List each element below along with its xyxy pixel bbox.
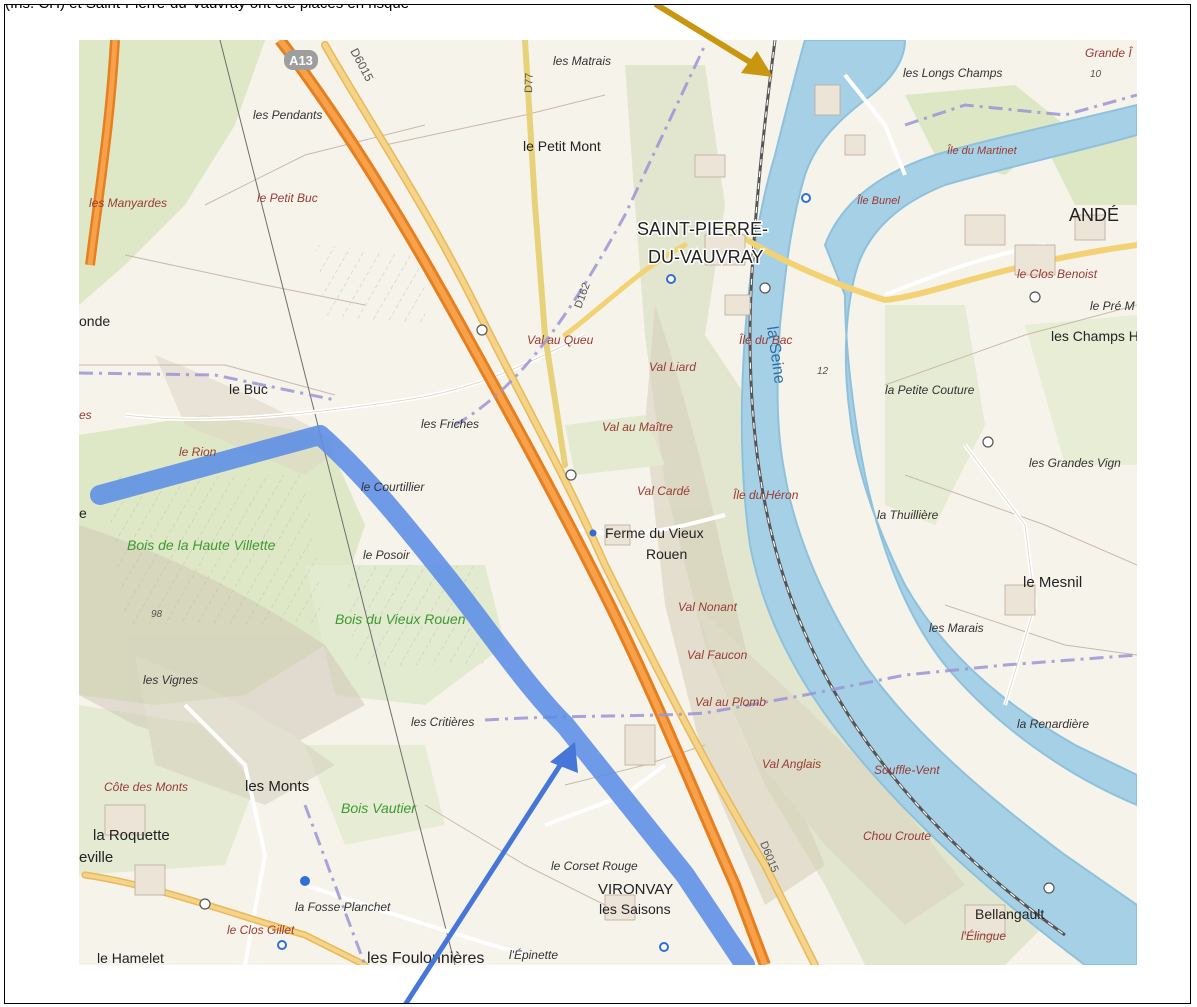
label-les-grandes-vign: les Grandes Vign — [1029, 456, 1121, 470]
label-saint-pierre-line1: SAINT-PIERRE- — [637, 219, 768, 239]
route-line — [90, 425, 755, 965]
motorway-a13 — [85, 40, 771, 965]
label-les-pendants: les Pendants — [253, 108, 322, 122]
label-ile-du-bac: Île du Bac — [739, 332, 792, 347]
label-les-vignes: les Vignes — [143, 673, 198, 687]
blue-arrow — [403, 742, 578, 1003]
label-bois-haute-villette: Bois de la Haute Villette — [127, 537, 276, 553]
built-up-areas — [104, 84, 1106, 936]
label-les-monts: les Monts — [245, 778, 309, 795]
label-les-matrais: les Matrais — [553, 54, 611, 68]
label-ferme-line2: Rouen — [646, 546, 687, 562]
label-les-manyardes: les Manyardes — [89, 196, 167, 210]
label-le-mesnil: le Mesnil — [1023, 574, 1082, 591]
label-la-fosse-planchet: la Fosse Planchet — [295, 900, 391, 914]
label-val-carde: Val Cardé — [637, 484, 690, 498]
label-alt-10: 10 — [1090, 69, 1102, 80]
label-le-courtillier: le Courtillier — [361, 480, 425, 494]
top-caption: (Ins. CH) et Saint-Pierre-du-Vauvray ont… — [5, 5, 1190, 12]
label-bois-vieux-rouen: Bois du Vieux Rouen — [335, 611, 466, 627]
label-la-renardiere: la Renardière — [1017, 717, 1089, 731]
label-val-nonant: Val Nonant — [678, 600, 738, 614]
label-d77: D77 — [523, 73, 536, 94]
shield-a13: A13 — [289, 53, 313, 68]
topographic-map[interactable]: A13 D6015 D77 D162 D6015 les Matrais les… — [5, 5, 1191, 1004]
map-frame: (Ins. CH) et Saint-Pierre-du-Vauvray ont… — [4, 4, 1191, 1004]
label-ande: ANDÉ — [1069, 205, 1119, 225]
label-chou-croute: Chou Croute — [863, 829, 931, 843]
label-les-longs-champs: les Longs Champs — [903, 66, 1002, 80]
label-val-liard: Val Liard — [649, 360, 696, 374]
label-le-posoir: le Posoir — [363, 548, 411, 562]
label-le-rion: le Rion — [179, 445, 217, 459]
label-le-buc: le Buc — [229, 381, 268, 397]
label-les-champs-h: les Champs H — [1051, 328, 1139, 344]
admin-boundaries — [79, 44, 1137, 965]
label-saint-pierre-line2: DU-VAUVRAY — [648, 247, 763, 267]
label-les-critieres: les Critières — [411, 715, 474, 729]
label-la-thuilliere: la Thuillière — [877, 508, 939, 522]
label-alt-12: 12 — [817, 366, 829, 377]
poi-markers — [199, 193, 1055, 952]
label-bois-vautier: Bois Vautier — [341, 800, 417, 816]
field-parcels — [105, 245, 665, 665]
parcel-lines — [79, 94, 1137, 906]
label-les-foulonnieres: les Foulonnières — [367, 950, 484, 967]
label-val-anglais: Val Anglais — [762, 757, 821, 771]
label-le-clos-benoist: le Clos Benoist — [1017, 267, 1098, 281]
label-eville: eville — [79, 849, 113, 866]
label-ile-du-heron: Île du Héron — [733, 487, 799, 502]
label-ile-bunel: Île Bunel — [857, 194, 900, 207]
label-ile-du-martinet: Île du Martinet — [947, 144, 1018, 157]
river-seine — [740, 40, 1137, 965]
label-e-left: e — [79, 505, 87, 521]
label-l-epinette: l'Épinette — [509, 947, 558, 962]
label-cote-des-monts: Côte des Monts — [104, 780, 188, 794]
road-shields: A13 — [284, 50, 318, 70]
label-souffle-vent: Souffle-Vent — [874, 763, 940, 777]
label-grande-ile: Grande Î — [1085, 45, 1133, 60]
label-onde: onde — [79, 313, 110, 329]
label-le-corset-rouge: le Corset Rouge — [551, 859, 638, 873]
label-le-hamelet: le Hamelet — [97, 950, 164, 966]
label-le-petit-mont: le Petit Mont — [523, 138, 601, 154]
label-val-faucon: Val Faucon — [687, 648, 748, 662]
map-labels: D6015 D77 D162 D6015 les Matrais les Lon… — [79, 45, 1139, 967]
label-le-clos-gillet: le Clos Gillet — [227, 923, 295, 937]
label-l-elingue: l'Élingue — [961, 928, 1006, 943]
label-les-friches: les Friches — [421, 417, 479, 431]
label-val-au-queu: Val au Queu — [527, 333, 594, 347]
label-val-au-plomb: Val au Plomb — [695, 695, 766, 709]
label-la-petite-couture: la Petite Couture — [885, 383, 975, 397]
label-val-au-maitre: Val au Maître — [602, 420, 673, 434]
label-bellangault: Bellangault — [975, 906, 1044, 922]
power-line — [219, 40, 456, 965]
label-vironvay: VIRONVAY — [598, 881, 673, 898]
label-es-left: es — [79, 408, 92, 422]
label-le-pre-m: le Pré M — [1090, 299, 1135, 313]
label-les-saisons: les Saisons — [599, 901, 671, 917]
label-les-marais: les Marais — [929, 621, 984, 635]
label-ferme-line1: Ferme du Vieux — [605, 525, 704, 541]
label-la-roquette: la Roquette — [93, 827, 170, 844]
gold-arrow — [654, 5, 773, 77]
label-le-petit-buc: le Petit Buc — [257, 191, 318, 205]
map-canvas: A13 D6015 D77 D162 D6015 les Matrais les… — [79, 40, 1139, 967]
label-alt-98: 98 — [151, 609, 163, 620]
